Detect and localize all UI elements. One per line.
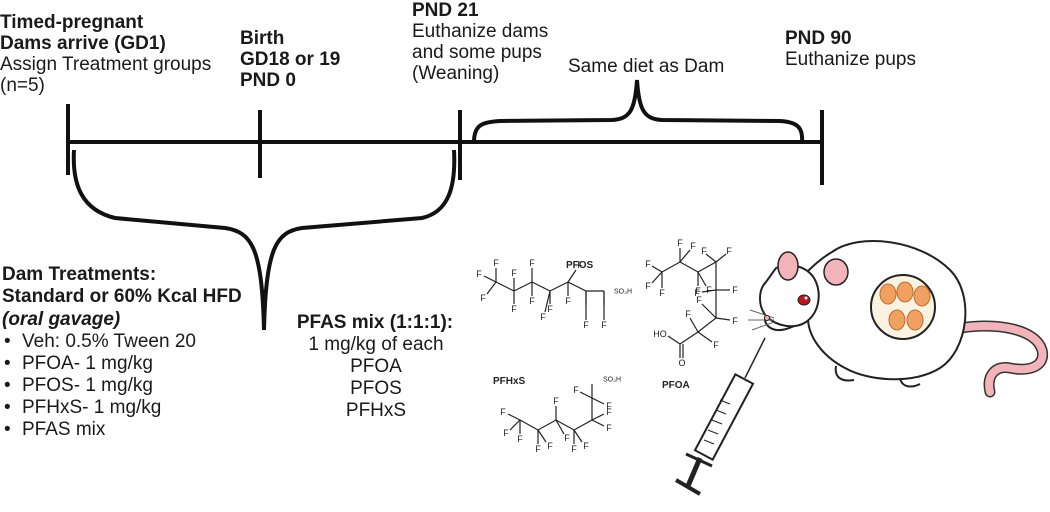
svg-text:O: O bbox=[678, 358, 685, 368]
pnd21-line-3: and some pups bbox=[412, 42, 542, 63]
pfas-mix: PFAS mix (1:1:1): 1 mg/kg of each PFOA P… bbox=[296, 312, 456, 422]
svg-text:F: F bbox=[511, 304, 517, 314]
svg-text:F: F bbox=[500, 407, 506, 417]
svg-text:F: F bbox=[726, 246, 732, 256]
svg-text:F: F bbox=[565, 296, 571, 306]
svg-text:F: F bbox=[503, 428, 509, 438]
svg-text:F: F bbox=[606, 423, 612, 433]
svg-text:SO₃H: SO₃H bbox=[603, 377, 621, 384]
pfos-structure: F F F F F F F F F F F F F SO₃H bbox=[476, 258, 632, 330]
birth-line-1: Birth bbox=[240, 28, 285, 49]
pfas-mix-line-1: 1 mg/kg of each bbox=[308, 334, 444, 355]
svg-text:F: F bbox=[690, 241, 696, 251]
pfoa-structure-label: PFOA bbox=[662, 380, 690, 391]
pnd21-title: PND 21 bbox=[412, 0, 479, 21]
birth-line-3: PND 0 bbox=[240, 70, 296, 91]
svg-text:F: F bbox=[695, 286, 701, 296]
mouse-ear bbox=[823, 258, 849, 286]
gestation-brace bbox=[71, 149, 457, 331]
pnd90-title: PND 90 bbox=[785, 28, 852, 49]
syringe-icon bbox=[674, 337, 766, 496]
birth-label: Birth GD18 or 19 PND 0 bbox=[240, 28, 340, 91]
svg-text:F: F bbox=[701, 246, 707, 256]
svg-text:F: F bbox=[713, 340, 719, 350]
mouse-eye bbox=[797, 294, 811, 306]
svg-text:F: F bbox=[694, 288, 700, 298]
svg-text:F: F bbox=[529, 258, 535, 268]
dam-treatments-title-1: Dam Treatments: bbox=[2, 264, 157, 285]
pnd90-label: PND 90 Euthanize pups bbox=[785, 28, 916, 70]
svg-text:F: F bbox=[706, 285, 712, 295]
list-item: PFOS- 1 mg/kg bbox=[2, 375, 242, 397]
svg-text:F: F bbox=[564, 433, 570, 443]
list-item: PFOA- 1 mg/kg bbox=[2, 353, 242, 375]
svg-text:F: F bbox=[685, 309, 691, 319]
dam-treatments: Dam Treatments: Standard or 60% Kcal HFD… bbox=[2, 264, 242, 441]
svg-text:F: F bbox=[606, 407, 612, 417]
svg-text:F: F bbox=[529, 296, 535, 306]
svg-text:F: F bbox=[732, 316, 738, 326]
pfhxs-structure: F F F F F F F F F F F F F SO₃H bbox=[500, 377, 621, 455]
gd1-label: Timed-pregnant Dams arrive (GD1) Assign … bbox=[0, 12, 211, 96]
gd1-line-3: Assign Treatment groups bbox=[0, 54, 212, 75]
diet-note: Same diet as Dam bbox=[568, 56, 725, 77]
svg-text:F: F bbox=[571, 444, 577, 454]
svg-text:F: F bbox=[645, 281, 651, 291]
dam-treatments-list: Veh: 0.5% Tween 20 PFOA- 1 mg/kg PFOS- 1… bbox=[2, 331, 242, 441]
pfoa-structure: F F F F F F F F F F F F F F F O HO bbox=[645, 238, 738, 368]
mouse-head bbox=[759, 264, 820, 328]
svg-text:SO₃H: SO₃H bbox=[614, 289, 632, 296]
svg-text:F: F bbox=[511, 268, 517, 278]
mouse-ear bbox=[777, 251, 799, 281]
dam-treatments-title-2: Standard or 60% Kcal HFD bbox=[2, 286, 242, 307]
list-item: Veh: 0.5% Tween 20 bbox=[2, 331, 242, 353]
pfas-mix-line-2: PFOA bbox=[350, 356, 402, 377]
svg-text:F: F bbox=[480, 293, 486, 303]
pnd90-line-2: Euthanize pups bbox=[785, 49, 916, 70]
svg-text:F: F bbox=[732, 285, 738, 295]
svg-text:F: F bbox=[659, 288, 665, 298]
svg-text:F: F bbox=[540, 312, 546, 322]
svg-text:F: F bbox=[645, 259, 651, 269]
svg-text:F: F bbox=[696, 295, 702, 305]
pnd21-line-2: Euthanize dams bbox=[412, 21, 549, 42]
svg-text:F: F bbox=[517, 434, 523, 444]
svg-text:F: F bbox=[573, 385, 579, 395]
dam-treatments-route: (oral gavage) bbox=[2, 309, 121, 330]
pfas-mix-title: PFAS mix (1:1:1): bbox=[296, 312, 454, 333]
gd1-line-4: (n=5) bbox=[0, 75, 45, 96]
pfas-mix-line-4: PFHxS bbox=[345, 400, 407, 421]
pfos-structure-label: PFOS bbox=[566, 260, 594, 271]
svg-text:F: F bbox=[547, 441, 553, 451]
gd1-title-1: Timed-pregnant bbox=[0, 12, 144, 33]
svg-text:F: F bbox=[601, 320, 607, 330]
svg-text:F: F bbox=[583, 320, 589, 330]
list-item: PFAS mix bbox=[2, 419, 242, 441]
svg-text:F: F bbox=[493, 258, 499, 268]
diet-brace bbox=[472, 79, 805, 143]
svg-text:F: F bbox=[553, 396, 559, 406]
mouse-whiskers bbox=[748, 309, 775, 331]
pups bbox=[879, 281, 931, 331]
svg-text:F: F bbox=[547, 304, 553, 314]
svg-text:HO: HO bbox=[653, 329, 667, 339]
pnd21-line-4: (Weaning) bbox=[412, 63, 500, 84]
gd1-title-2: Dams arrive (GD1) bbox=[0, 33, 166, 54]
svg-text:F: F bbox=[476, 269, 482, 279]
pfhxs-structure-label: PFHxS bbox=[493, 376, 526, 387]
pnd21-label: PND 21 Euthanize dams and some pups (Wea… bbox=[412, 0, 548, 84]
svg-text:F: F bbox=[606, 401, 612, 411]
pfas-mix-line-3: PFOS bbox=[350, 378, 402, 399]
svg-text:F: F bbox=[535, 444, 541, 454]
svg-text:F: F bbox=[677, 238, 683, 248]
birth-line-2: GD18 or 19 bbox=[240, 49, 341, 70]
list-item: PFHxS- 1 mg/kg bbox=[2, 397, 242, 419]
svg-text:F: F bbox=[577, 260, 583, 270]
svg-text:F: F bbox=[583, 441, 589, 451]
